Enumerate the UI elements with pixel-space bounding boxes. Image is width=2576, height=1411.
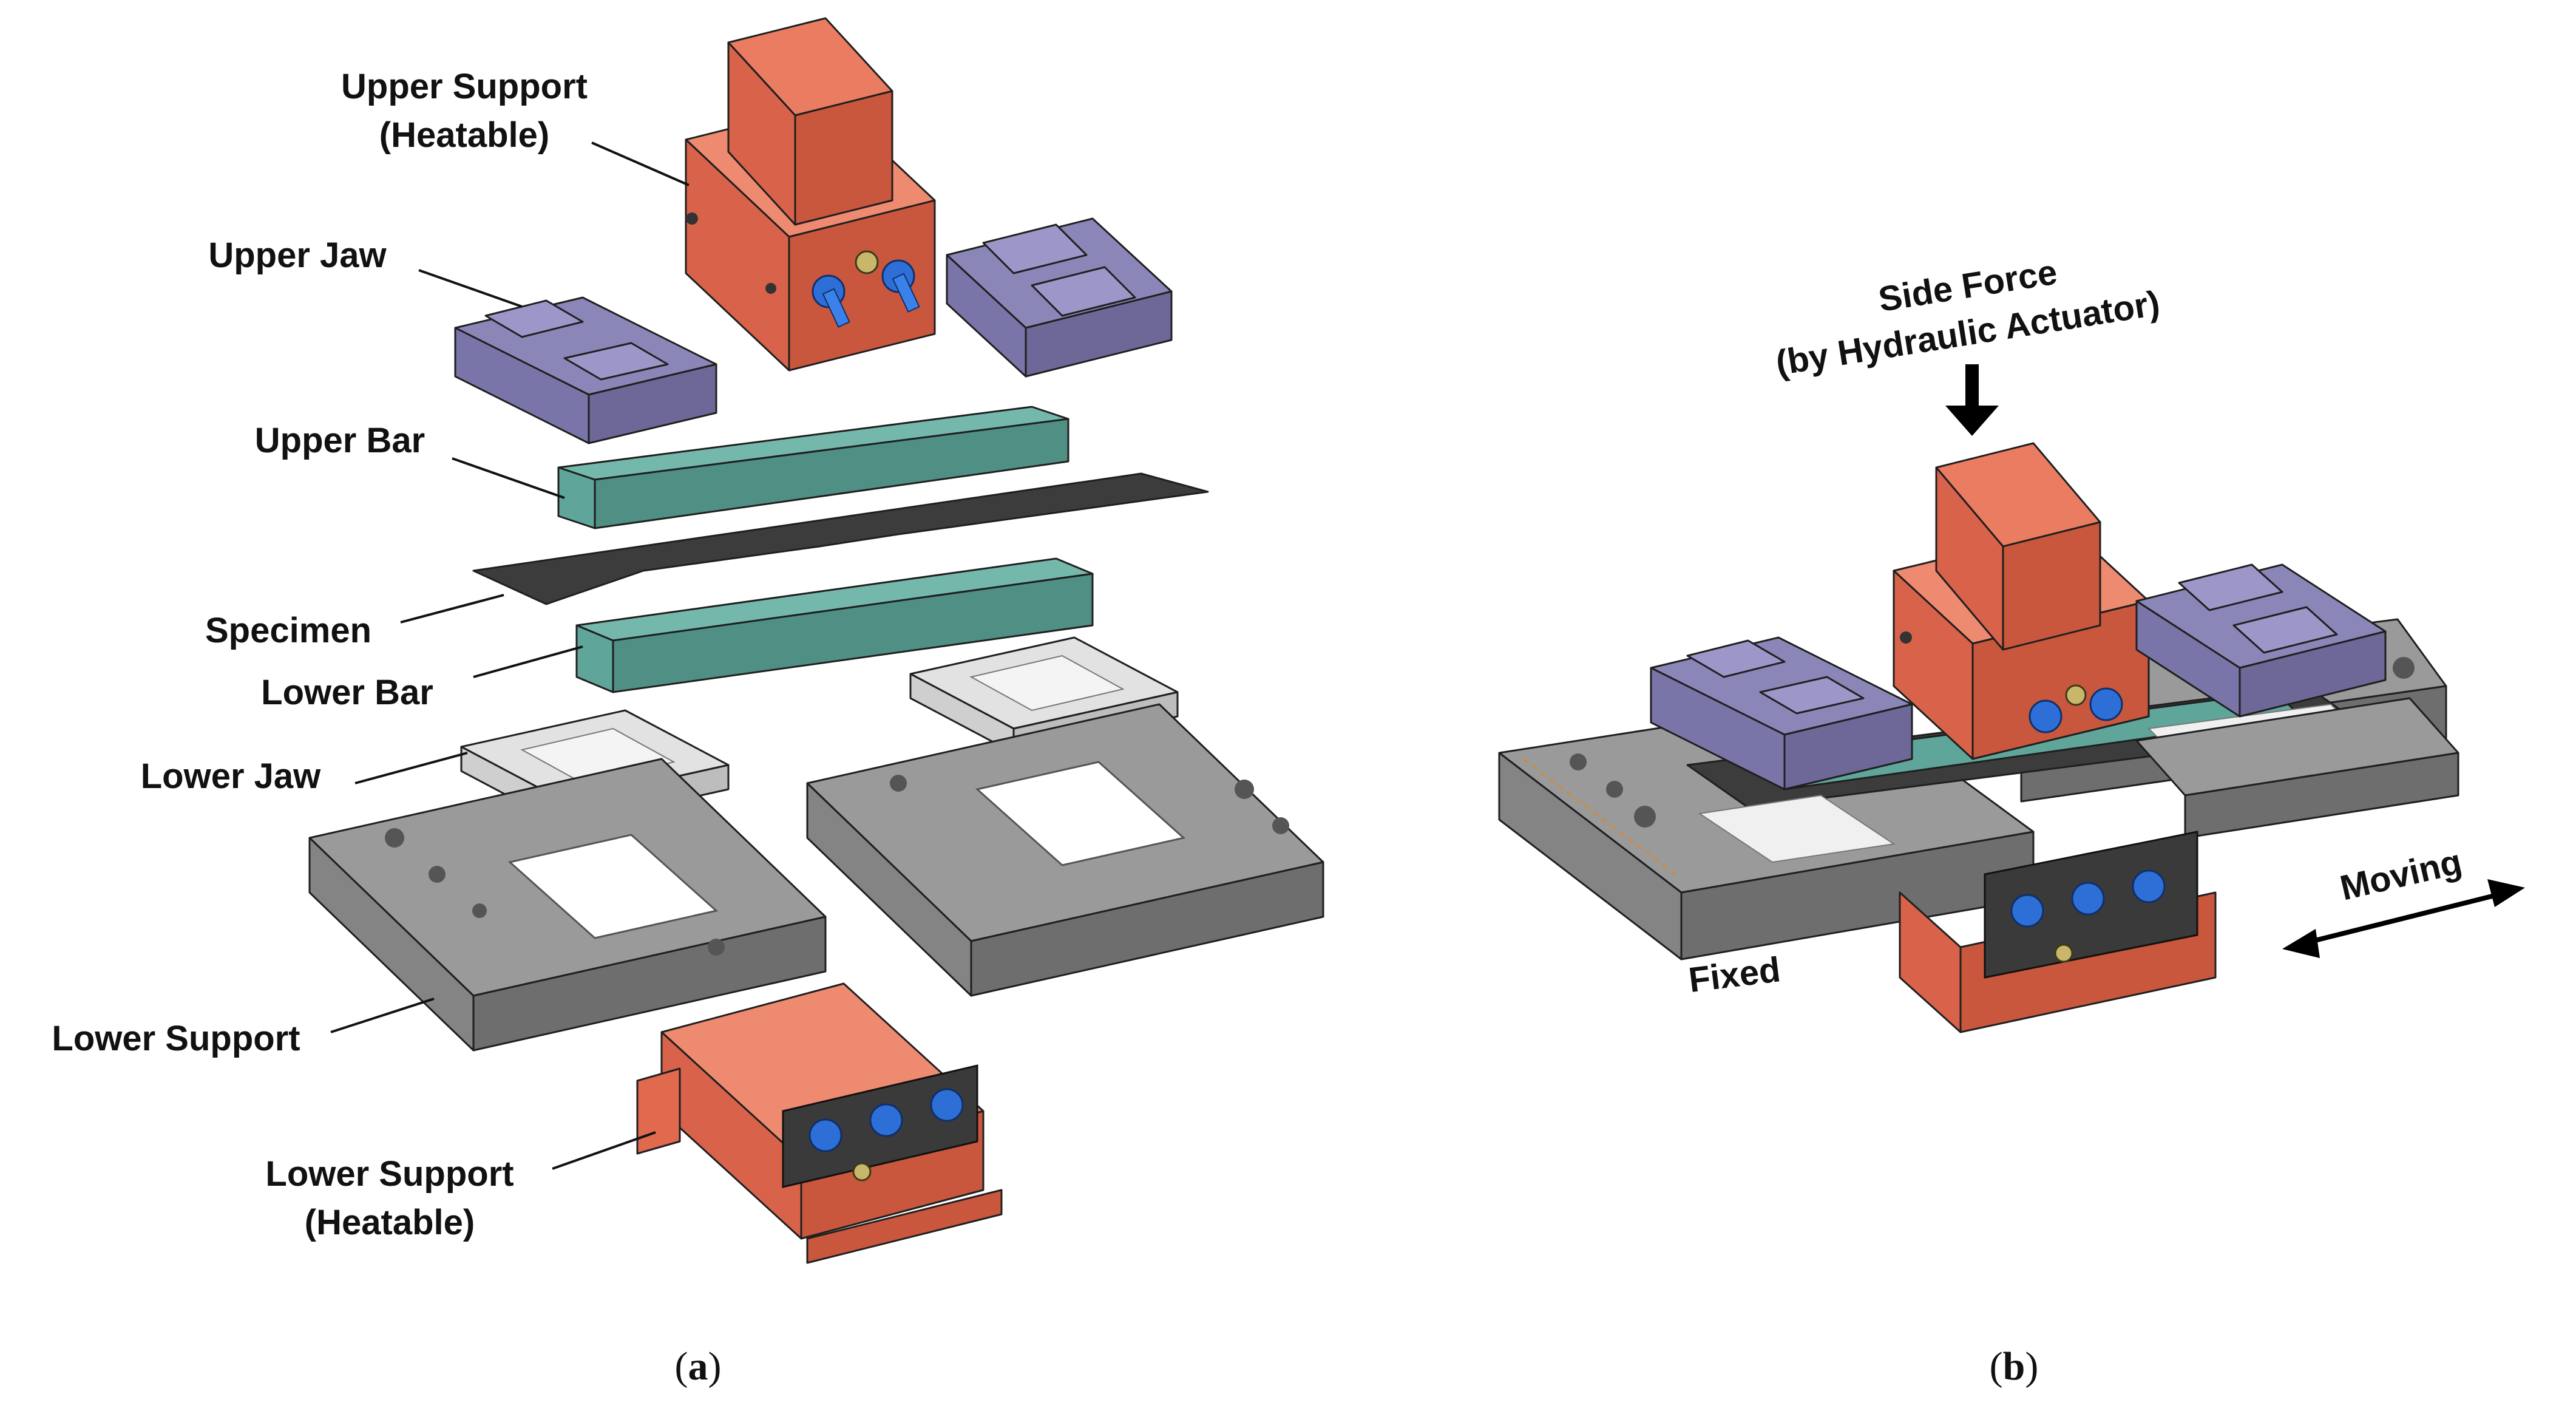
frame-right <box>2135 697 2459 839</box>
lower-support-heatable <box>636 982 1003 1264</box>
upper-bar <box>557 406 1069 529</box>
label-upper-bar: Upper Bar <box>255 421 425 460</box>
side-force-arrow <box>1945 364 1999 436</box>
specimen <box>472 472 1209 605</box>
caption-b: (b) <box>1990 1344 2039 1389</box>
leader-lower-support <box>330 998 435 1033</box>
upper-support-fittings <box>686 212 920 328</box>
upper-jaw-right <box>946 217 1173 378</box>
jaw-left <box>1650 636 1913 790</box>
leader-upper-jaw <box>418 269 523 308</box>
lower-support-right <box>806 703 1324 997</box>
moving-arrow <box>2282 879 2525 958</box>
caption-b-letter: b <box>2003 1344 2025 1389</box>
panel-b: Side Force (by Hydraulic Actuator) Movin… <box>1498 252 2525 1389</box>
jaw-right <box>2135 563 2387 718</box>
label-lower-support-heatable-2: (Heatable) <box>305 1203 475 1242</box>
upper-heater <box>1893 442 2150 760</box>
panel-a: Upper Support (Heatable) Upper Jaw Upper… <box>52 17 1324 1389</box>
leader-specimen <box>400 594 504 624</box>
label-upper-jaw: Upper Jaw <box>208 236 387 275</box>
upper-support-heatable <box>685 17 936 372</box>
label-lower-bar: Lower Bar <box>261 673 433 712</box>
leader-lower-jaw <box>354 752 468 784</box>
label-upper-support: Upper Support <box>341 67 588 106</box>
label-upper-support-heatable: (Heatable) <box>379 115 549 155</box>
leader-upper-bar <box>452 457 565 499</box>
caption-a: (a) <box>675 1344 722 1389</box>
label-moving: Moving <box>2336 842 2465 908</box>
lower-bar <box>575 557 1094 693</box>
label-specimen: Specimen <box>205 611 371 650</box>
label-lower-jaw: Lower Jaw <box>141 756 321 796</box>
upper-jaw-left <box>454 296 717 444</box>
label-lower-support: Lower Support <box>52 1019 300 1058</box>
label-fixed: Fixed <box>1686 950 1782 1000</box>
label-lower-support-heatable-1: Lower Support <box>265 1154 514 1194</box>
leader-upper-support <box>591 141 690 186</box>
lower-heater <box>1899 831 2217 1033</box>
leader-lower-bar <box>473 645 583 678</box>
lower-support-left <box>308 758 827 1052</box>
caption-a-letter: a <box>688 1344 708 1389</box>
leader-lower-support-heat <box>552 1131 656 1170</box>
